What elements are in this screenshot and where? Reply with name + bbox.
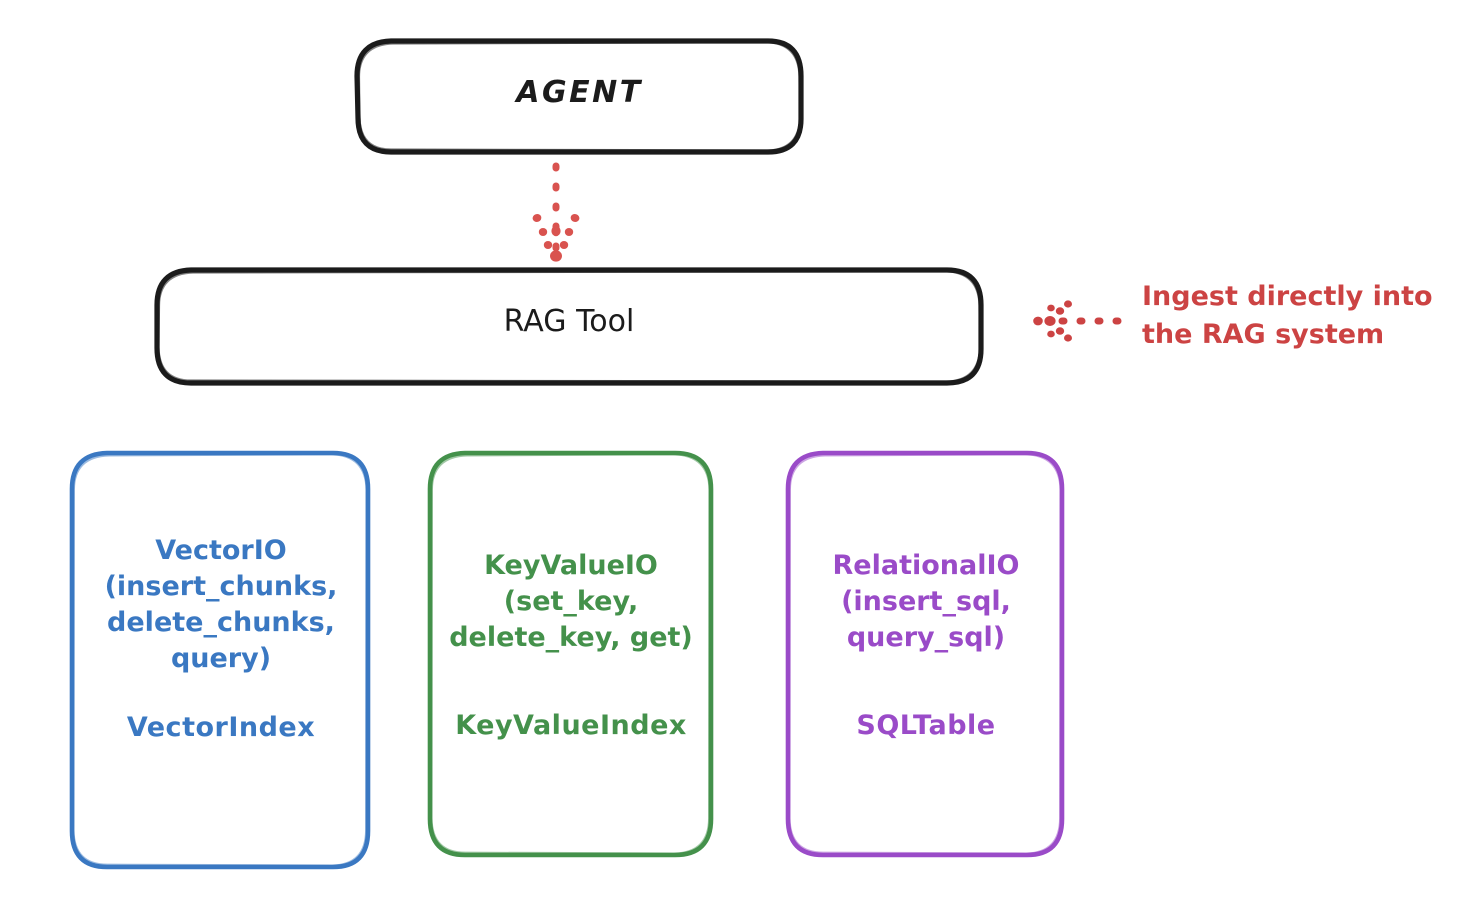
- relational-store-box-sketch-overlay: [788, 453, 1062, 855]
- relational-store-box-outline: [785, 450, 1065, 858]
- connector-ingest-to-rag: [1033, 300, 1132, 342]
- node-relational-store[interactable]: [785, 450, 1065, 858]
- keyvalue-io-api-label: KeyValueIO (set_key, delete_key, get): [449, 550, 693, 653]
- agent-rag-arrowhead: [532, 213, 580, 262]
- rag-tool-box-outline: [154, 267, 984, 386]
- relational-sqltable-label: SQLTable: [856, 710, 996, 741]
- agent-box-outline: [354, 38, 804, 155]
- relational-io-api-label: RelationalIO (insert_sql, query_sql): [832, 550, 1020, 653]
- vector-store-box-sketch-overlay: [72, 453, 368, 867]
- ingest-arrowhead: [1033, 300, 1072, 342]
- agent-box-sketch-overlay: [357, 41, 802, 152]
- vector-store-box-outline: [69, 450, 371, 870]
- vector-index-label: VectorIndex: [126, 712, 316, 743]
- node-vector-store[interactable]: [69, 450, 371, 870]
- agent-label: AGENT: [516, 75, 643, 110]
- rag-tool-box-sketch-overlay: [157, 270, 982, 383]
- node-agent[interactable]: [354, 38, 804, 155]
- node-keyvalue-store[interactable]: [427, 450, 714, 858]
- vector-io-api-label: VectorIO (insert_chunks, delete_chunks, …: [104, 535, 338, 674]
- ingest-annotation-text: Ingest directly into the RAG system: [1142, 281, 1433, 351]
- node-rag-tool[interactable]: [154, 267, 984, 386]
- keyvalue-store-box-outline: [427, 450, 714, 858]
- keyvalue-store-box-sketch-overlay: [430, 453, 711, 855]
- keyvalue-index-label: KeyValueIndex: [455, 710, 687, 741]
- connector-agent-to-rag: [532, 162, 580, 262]
- rag-tool-label: RAG Tool: [503, 304, 635, 339]
